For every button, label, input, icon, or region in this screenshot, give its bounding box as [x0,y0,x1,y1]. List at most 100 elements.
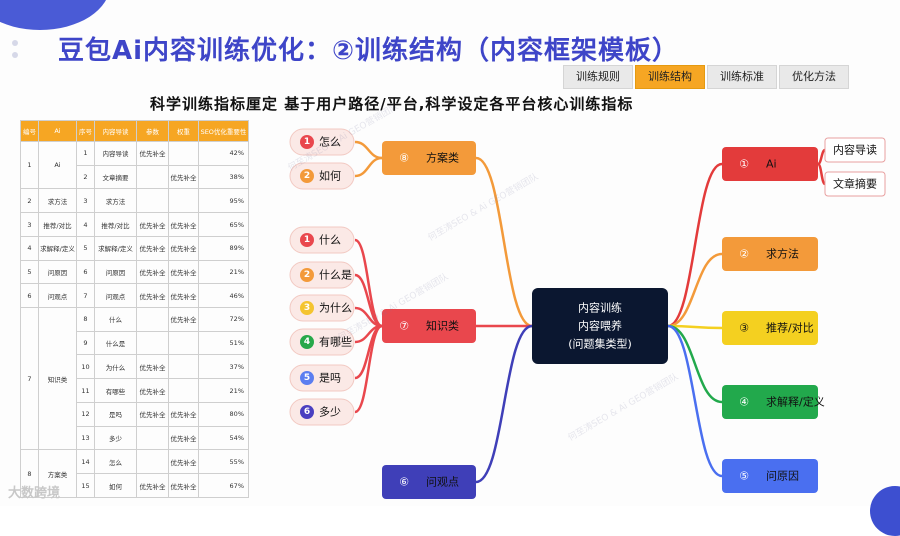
table-cell: 优先补全 [136,473,169,498]
table-cell: 13 [76,425,95,451]
tab-training-rules[interactable]: 训练规则 [563,65,633,89]
table-cell: 如何 [94,473,137,498]
branch-number: ④ [739,396,749,409]
branch-label: 问观点 [426,476,459,489]
table-cell: 67% [198,473,249,498]
table-cell: 65% [198,212,249,237]
table-cell: 优先补全 [168,283,199,309]
leaf-node [824,137,886,163]
branch-node [382,141,476,175]
table-header-cell: 内容导读 [94,120,137,142]
table-cell: 优先补全 [168,307,199,332]
leaf-number-badge [300,371,314,385]
branch-node [722,237,818,271]
connector-line [817,162,826,186]
tab-optimization-method[interactable]: 优化方法 [779,65,849,89]
table-cell: 怎么 [94,449,137,475]
table-cell: 优先补全 [136,235,169,261]
table-cell: 知识类 [38,307,77,451]
branch-number: ③ [739,322,749,335]
connector-line [667,324,723,404]
table-header-cell: 参数 [136,120,169,142]
leaf-label: 是吗 [319,372,341,385]
branch-label: 知识类 [426,319,459,333]
table-header-cell: 序号 [76,120,95,142]
branch-label: Ai [766,158,777,171]
branch-node [722,459,818,493]
table-cell [168,378,199,403]
center-label: (问题集类型) [568,337,632,351]
table-cell: 4 [20,235,39,261]
table-cell: 11 [76,378,95,403]
connector-line [354,140,383,160]
center-label: 内容喂养 [578,319,622,333]
branch-number: ② [739,248,749,261]
table-cell: 72% [198,307,249,332]
table-cell: 46% [198,283,249,309]
leaf-label: 怎么 [319,135,341,149]
table-cell: 6 [20,283,39,309]
table-cell [168,141,199,166]
tab-training-standard[interactable]: 训练标准 [707,65,777,89]
corner-decoration [0,0,110,30]
page-title: 豆包Ai内容训练优化：②训练结构（内容框架模板） [58,36,680,66]
leaf-label: 如何 [319,169,341,183]
table-cell: 89% [198,235,249,261]
tab-training-structure[interactable]: 训练结构 [635,65,705,89]
connector-line [354,156,383,178]
table-header-cell: SEO优化重要性 [198,120,249,142]
table-cell: 8 [20,449,39,498]
table-cell [168,330,199,356]
branch-label: 求方法 [766,247,799,261]
table-cell: 5 [20,259,39,285]
leaf-label: 内容导读 [833,143,877,157]
table-cell: 优先补全 [136,378,169,403]
leaf-number-badge [300,301,314,315]
table-cell [136,330,169,356]
table-cell: 推荐/对比 [94,212,137,237]
table-cell [136,188,169,214]
table-cell: 42% [198,141,249,166]
leaf-number-badge [300,268,314,282]
leaf-label: 文章摘要 [833,177,877,191]
table-cell: 求解释/定义 [94,235,137,261]
table-header-cell: Ai [38,120,77,142]
table-cell: 优先补全 [168,259,199,285]
table-cell: 优先补全 [136,141,169,166]
table-cell: 优先补全 [168,164,199,190]
table-cell: 优先补全 [136,401,169,427]
branch-number: ⑦ [399,320,409,333]
leaf-number: 4 [304,337,310,347]
dots-decoration [12,40,18,64]
table-cell: 优先补全 [168,449,199,475]
branch-label: 方案类 [426,151,459,165]
table-cell: 多少 [94,425,137,451]
branch-node [722,147,818,181]
branch-number: ⑤ [739,470,749,483]
table-cell: 15 [76,473,95,498]
table-cell: 3 [76,188,95,214]
table-cell [136,449,169,475]
table-cell: 9 [76,330,95,356]
table-cell: 优先补全 [168,473,199,498]
table-cell: 优先补全 [136,283,169,309]
leaf-label: 为什么 [319,302,352,315]
leaf-number-badge [300,135,314,149]
branch-node [382,465,476,499]
table-cell: 优先补全 [168,401,199,427]
branch-node [722,311,818,345]
table-cell [136,425,169,451]
table-cell: 55% [198,449,249,475]
table-cell: 什么 [94,307,137,332]
leaf-number-badge [300,169,314,183]
leaf-number: 3 [304,303,310,313]
table-cell: 优先补全 [168,425,199,451]
